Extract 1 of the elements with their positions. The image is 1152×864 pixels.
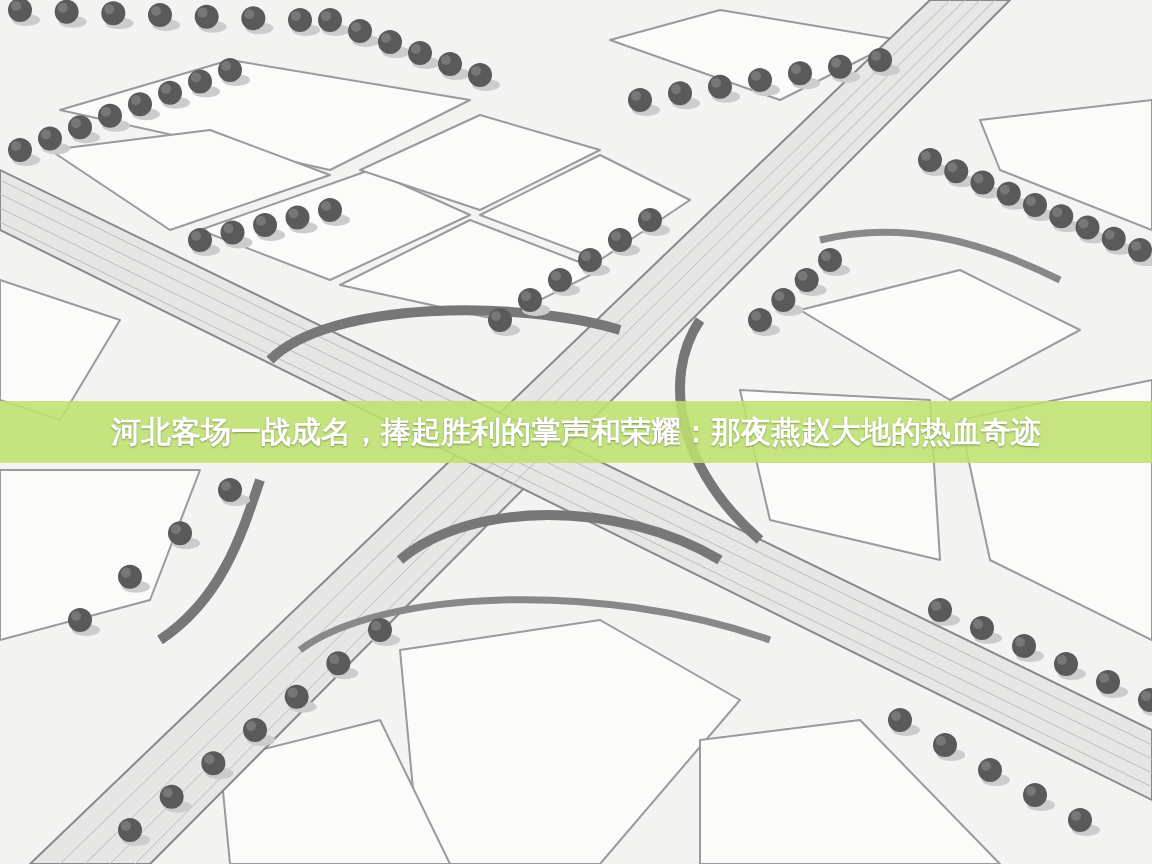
title-banner: 河北客场一战成名，捧起胜利的掌声和荣耀：那夜燕赵大地的热血奇迹 [0,401,1152,463]
